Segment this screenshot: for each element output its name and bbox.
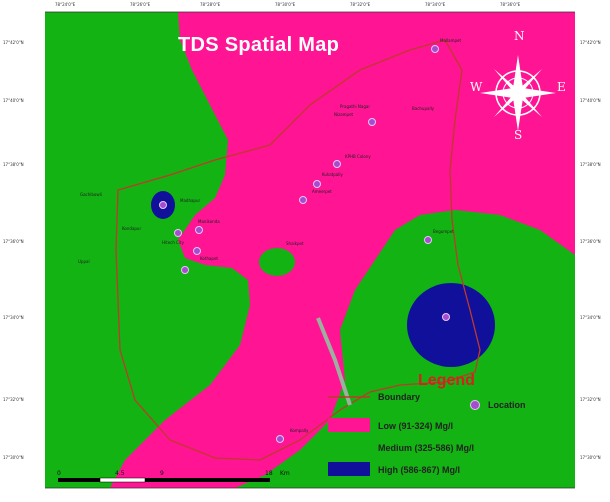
- location-marker[interactable]: [174, 229, 182, 237]
- top-tick: 78°30'0"E: [275, 2, 296, 7]
- place-label: Hitech City: [162, 240, 184, 245]
- location-marker[interactable]: [299, 196, 307, 204]
- left-tick: 17°36'0"N: [3, 239, 24, 244]
- scale-seg-3: [145, 478, 270, 482]
- right-tick: 17°38'0"N: [580, 162, 601, 167]
- scale-seg-1: [58, 478, 100, 482]
- left-tick: 17°38'0"N: [3, 162, 24, 167]
- legend-low-swatch: [328, 418, 370, 432]
- boundary-line: [115, 39, 481, 461]
- legend-low-label: Low (91-324) Mg/l: [378, 421, 454, 431]
- legend-title: Legend: [418, 372, 475, 389]
- place-label: Manikonda: [198, 219, 220, 224]
- right-tick: 17°34'0"N: [580, 315, 601, 320]
- compass-n: N: [514, 29, 525, 43]
- scale-label: 18: [265, 470, 273, 477]
- place-label: Kondapur: [122, 226, 142, 231]
- place-label: KPHB Colony: [345, 154, 371, 159]
- location-marker[interactable]: [181, 266, 189, 274]
- location-marker[interactable]: [424, 236, 432, 244]
- place-label: Bachupally: [412, 106, 435, 111]
- top-tick: 78°36'0"E: [500, 2, 521, 7]
- location-marker[interactable]: [333, 160, 341, 168]
- location-marker[interactable]: [195, 226, 203, 234]
- left-tick: 17°32'0"N: [3, 397, 24, 402]
- zone-medium-patch: [259, 248, 295, 276]
- top-tick: 78°32'0"E: [350, 2, 371, 7]
- place-label: Begumpet: [433, 229, 454, 234]
- top-tick: 78°24'0"E: [55, 2, 76, 7]
- compass-e: E: [557, 80, 566, 94]
- location-marker[interactable]: [276, 435, 284, 443]
- legend-boundary-label: Boundary: [378, 392, 421, 402]
- left-tick: 17°42'0"N: [3, 40, 24, 45]
- legend-location-label: Location: [488, 400, 526, 410]
- location-marker[interactable]: [368, 118, 376, 126]
- right-tick: 17°40'0"N: [580, 98, 601, 103]
- location-marker[interactable]: [159, 201, 167, 209]
- scale-label: 4.5: [115, 470, 125, 477]
- top-tick: 78°28'0"E: [200, 2, 221, 7]
- location-marker[interactable]: [313, 180, 321, 188]
- legend-high-swatch: [328, 462, 370, 476]
- top-tick: 78°34'0"E: [425, 2, 446, 7]
- legend-medium-label: Medium (325-586) Mg/l: [378, 443, 475, 453]
- place-label: Mallampet: [440, 38, 462, 43]
- right-tick: 17°30'0"N: [580, 455, 601, 460]
- legend-medium-swatch: [328, 440, 370, 454]
- map-title: TDS Spatial Map: [178, 34, 340, 56]
- place-label: Kompally: [290, 428, 309, 433]
- zone-low: [110, 12, 575, 488]
- legend-location-marker: [470, 400, 480, 410]
- place-label: Kothapet: [200, 256, 218, 261]
- top-tick: 78°26'0"E: [130, 2, 151, 7]
- scale-unit: Km: [280, 470, 290, 477]
- place-label: Ameerpet: [312, 189, 332, 194]
- location-marker[interactable]: [431, 45, 439, 53]
- left-tick: 17°30'0"N: [3, 455, 24, 460]
- scale-seg-2: [99, 477, 146, 483]
- location-marker[interactable]: [193, 247, 201, 255]
- place-label: Madhapur: [180, 198, 201, 203]
- compass-rose: [480, 55, 556, 131]
- place-label: Gachibowli: [80, 192, 102, 197]
- right-tick: 17°42'0"N: [580, 40, 601, 45]
- place-label: Shaikpet: [286, 241, 304, 246]
- road-feature: [316, 317, 352, 406]
- scale-label: 9: [160, 470, 164, 477]
- compass-w: W: [470, 80, 483, 94]
- right-tick: 17°32'0"N: [580, 397, 601, 402]
- location-marker[interactable]: [442, 313, 450, 321]
- right-tick: 17°36'0"N: [580, 239, 601, 244]
- place-label: Kukatpally: [322, 172, 343, 177]
- left-tick: 17°34'0"N: [3, 315, 24, 320]
- compass-s: S: [514, 128, 523, 142]
- legend-high-label: High (586-867) Mg/l: [378, 465, 461, 475]
- zone-high-large: [407, 283, 495, 367]
- scale-label: 0: [57, 470, 61, 477]
- place-label: Pragathi Nagar: [340, 104, 370, 109]
- place-label: Uppal: [78, 259, 90, 264]
- left-tick: 17°40'0"N: [3, 98, 24, 103]
- place-label: Nizampet: [334, 112, 354, 117]
